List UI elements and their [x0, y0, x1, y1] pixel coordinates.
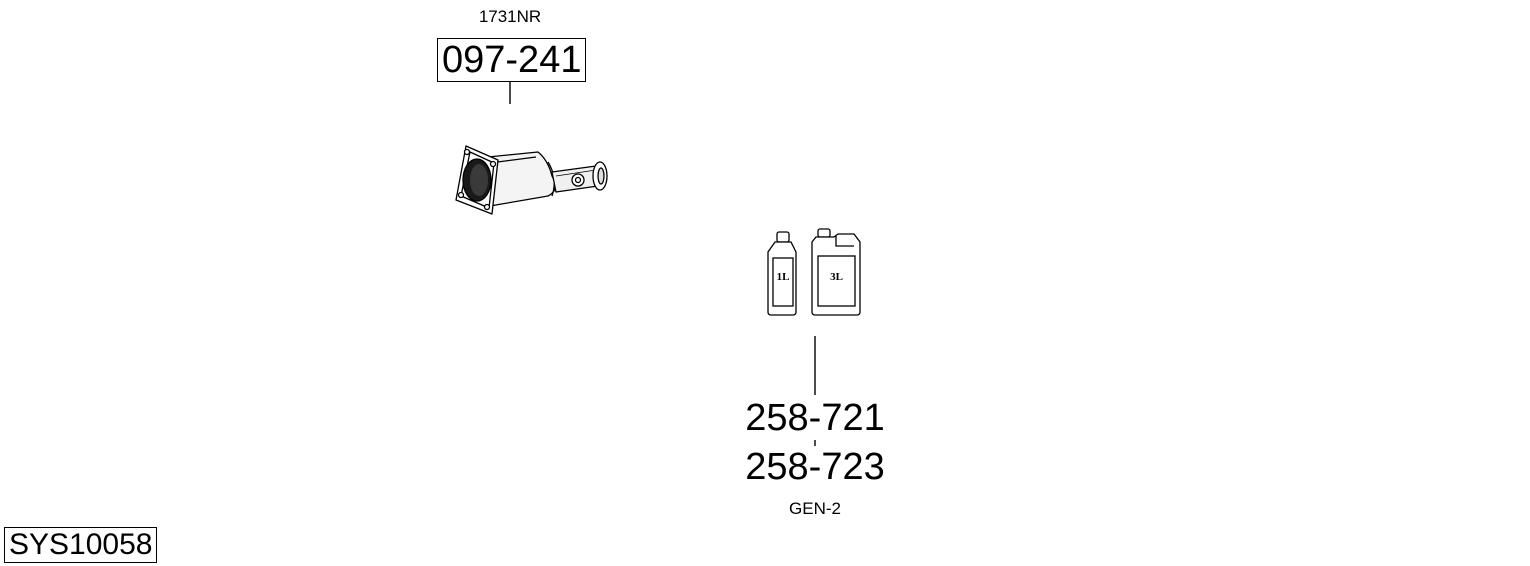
bottle-1l-label: 1L — [776, 271, 790, 283]
dpf-part-number[interactable]: 097-241 — [437, 38, 587, 82]
additive-part-number-1[interactable]: 258-721 — [745, 397, 885, 439]
additive-ref-label: GEN-2 — [789, 499, 841, 518]
bottle-3l-label: 3L — [830, 271, 843, 283]
dpf-part-drawing — [455, 145, 608, 215]
system-id: SYS10058 — [4, 527, 158, 563]
dpf-ref-label: 1731NR — [478, 7, 542, 26]
bottle-3l-drawing — [811, 228, 861, 316]
bottle-1l-drawing — [767, 231, 797, 316]
additive-part-number-2[interactable]: 258-723 — [745, 446, 885, 488]
